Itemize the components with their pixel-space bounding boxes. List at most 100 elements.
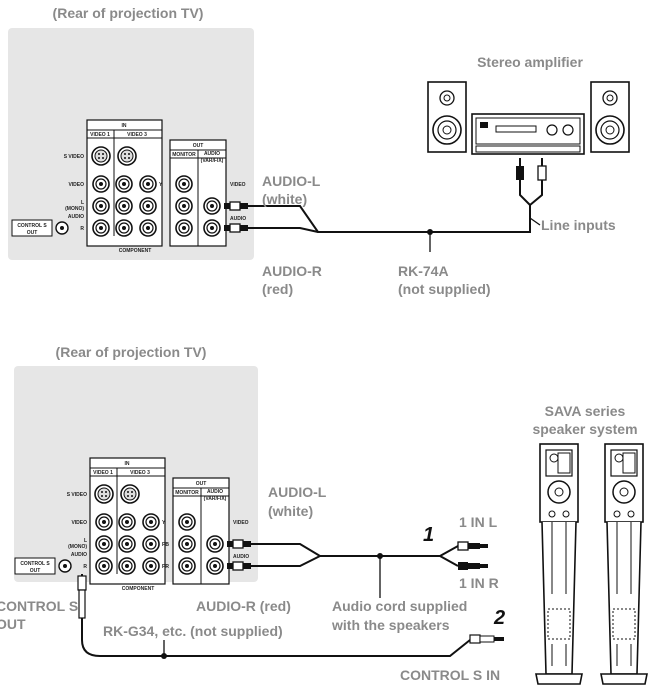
out-video-label: VIDEO: [230, 182, 246, 188]
cable-name-1: RK-74A: [398, 263, 449, 279]
y-label-2: Y: [162, 520, 166, 526]
audio-out-l-jack: [203, 197, 221, 215]
step-1-marker: 1: [423, 524, 434, 546]
plug-speaker-in-l: [457, 541, 488, 551]
cable-control-s: [81, 574, 471, 657]
audio-r-label-1: AUDIO-R: [262, 263, 322, 279]
audio-r-label: R: [80, 226, 84, 232]
out-header: OUT: [193, 143, 204, 149]
audio-out-header-2: AUDIO: [207, 489, 223, 495]
audio-r-label-2: R: [83, 564, 87, 570]
plug-amp-r: [537, 165, 547, 181]
plug-audio-r-1: [223, 223, 249, 233]
speaker-cord-label-2: with the speakers: [331, 617, 450, 633]
input-1-r-label: 1 IN R: [459, 575, 499, 591]
sava-subtitle: speaker system: [532, 421, 637, 437]
mono-label: (MONO): [65, 206, 84, 212]
audio-out-header: AUDIO: [204, 151, 220, 157]
control-s-label-2: CONTROL S: [20, 561, 50, 567]
plug-audio-r-2: [226, 561, 252, 571]
out-audio-label-2: AUDIO: [233, 554, 249, 560]
control-s-out-cut-label-2: OUT: [0, 616, 26, 632]
pr-label-2: PR: [162, 564, 169, 570]
mono-label-2: (MONO): [68, 544, 87, 550]
control-s-label: CONTROL S: [17, 223, 47, 229]
plug-audio-l-2: [226, 539, 252, 549]
control-cable-label: RK-G34, etc. (not supplied): [103, 623, 283, 639]
audio-label-2: AUDIO: [71, 552, 87, 558]
plug-amp-l: [516, 166, 524, 180]
tv-jack-panel-2: IN VIDEO 1 VIDEO 3 S VIDEO VIDEO L (MONO…: [14, 457, 249, 592]
s-video-label-2: S VIDEO: [67, 492, 87, 498]
plug-audio-l-1: [223, 201, 249, 211]
in-header-2: IN: [125, 461, 130, 467]
audio-r-jack-1: [92, 219, 110, 237]
audio-l-label-1: AUDIO-L: [262, 173, 321, 189]
speaker-left-1: [427, 81, 467, 153]
video-jack-3: [115, 175, 133, 193]
control-s-out-cut-label: CONTROL S: [0, 598, 78, 614]
out-audio-label: AUDIO: [230, 216, 246, 222]
component-pb-jack: [139, 197, 157, 215]
sava-title: SAVA series: [545, 403, 626, 419]
pb-label-2: PB: [162, 542, 169, 548]
control-s-out-label: OUT: [27, 230, 38, 236]
audio-l-jack-3: [115, 197, 133, 215]
sava-speaker-left: [535, 443, 583, 685]
monitor-audio-r-jack: [175, 219, 193, 237]
speaker-right-1: [590, 81, 630, 153]
tv-jack-panel-1: IN VIDEO 1 VIDEO 3 S VIDEO VIDEO L (MONO…: [11, 119, 246, 254]
control-s-out-box: [11, 219, 53, 237]
audio-l-color-1: (white): [262, 191, 307, 207]
out-video-label-2: VIDEO: [233, 520, 249, 526]
audio-l-label-2: L: [84, 538, 87, 544]
monitor-audio-l-jack: [175, 197, 193, 215]
s-video-jack-3: [117, 146, 137, 166]
control-s-out-label-2: OUT: [30, 568, 41, 574]
monitor-header-2: MONITOR: [175, 490, 199, 496]
audio-l-label: L: [81, 200, 84, 206]
audio-l-color-2: (white): [268, 503, 313, 519]
audio-l-label-2b: AUDIO-L: [268, 484, 327, 500]
input-1-l-label: 1 IN L: [459, 514, 498, 530]
audio-r-label-2b: AUDIO-R (red): [196, 598, 291, 614]
video1-header: VIDEO 1: [90, 132, 110, 138]
cable-note-1: (not supplied): [398, 281, 491, 297]
s-video-label: S VIDEO: [64, 154, 84, 160]
var-fix-label-2: (VAR/FIX): [204, 496, 227, 502]
plug-control-s-in: [469, 634, 504, 644]
amplifier-unit: [471, 113, 585, 155]
audio-l-jack-1: [92, 197, 110, 215]
monitor-header: MONITOR: [172, 152, 196, 158]
component-label: COMPONENT: [119, 248, 152, 254]
sava-speaker-right: [600, 443, 648, 685]
audio-out-r-jack: [203, 219, 221, 237]
video-label: VIDEO: [68, 182, 84, 188]
audio-r-jack-3: [115, 219, 133, 237]
plug-speaker-in-r: [458, 562, 488, 570]
speaker-cord-label: Audio cord supplied: [332, 598, 467, 614]
video3-header: VIDEO 3: [127, 132, 147, 138]
component-label-2: COMPONENT: [122, 586, 155, 592]
control-s-in-label: CONTROL S IN: [400, 667, 500, 683]
tv-rear-caption-2: (Rear of projection TV): [56, 344, 207, 360]
audio-label: AUDIO: [68, 214, 84, 220]
out-header-2: OUT: [196, 481, 207, 487]
amplifier-title: Stereo amplifier: [477, 54, 583, 70]
component-y-jack: [139, 175, 157, 193]
in-header: IN: [122, 123, 127, 129]
video3-header-2: VIDEO 3: [130, 470, 150, 476]
video-jack-1: [92, 175, 110, 193]
audio-r-color-1: (red): [262, 281, 293, 297]
var-fix-label: (VAR/FIX): [201, 158, 224, 164]
y-label: Y: [159, 182, 163, 188]
step-2-marker: 2: [493, 607, 505, 629]
s-video-jack-1: [91, 146, 111, 166]
tv-rear-caption-1: (Rear of projection TV): [53, 5, 204, 21]
video-label-2: VIDEO: [71, 520, 87, 526]
component-pr-jack: [139, 219, 157, 237]
video1-header-2: VIDEO 1: [93, 470, 113, 476]
monitor-video-jack: [175, 175, 193, 193]
